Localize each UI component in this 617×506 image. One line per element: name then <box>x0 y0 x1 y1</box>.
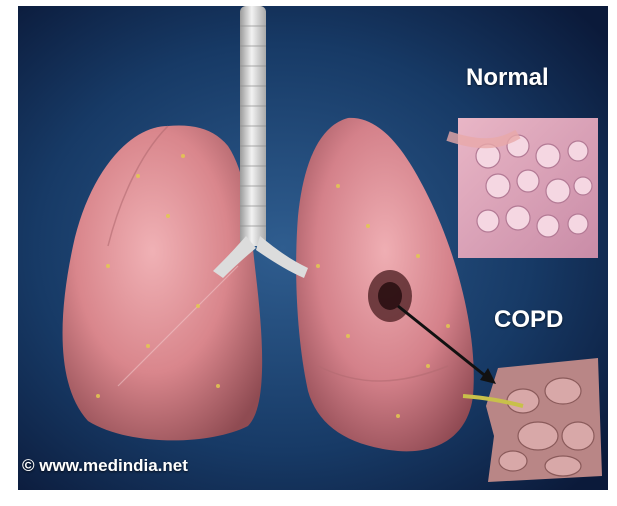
normal-label: Normal <box>466 64 549 92</box>
copyright-symbol: © <box>22 456 35 475</box>
watermark: © www.medindia.net <box>22 456 188 476</box>
copd-label: COPD <box>494 306 563 334</box>
normal-tissue-inset <box>448 118 598 258</box>
watermark-text: www.medindia.net <box>39 456 188 475</box>
